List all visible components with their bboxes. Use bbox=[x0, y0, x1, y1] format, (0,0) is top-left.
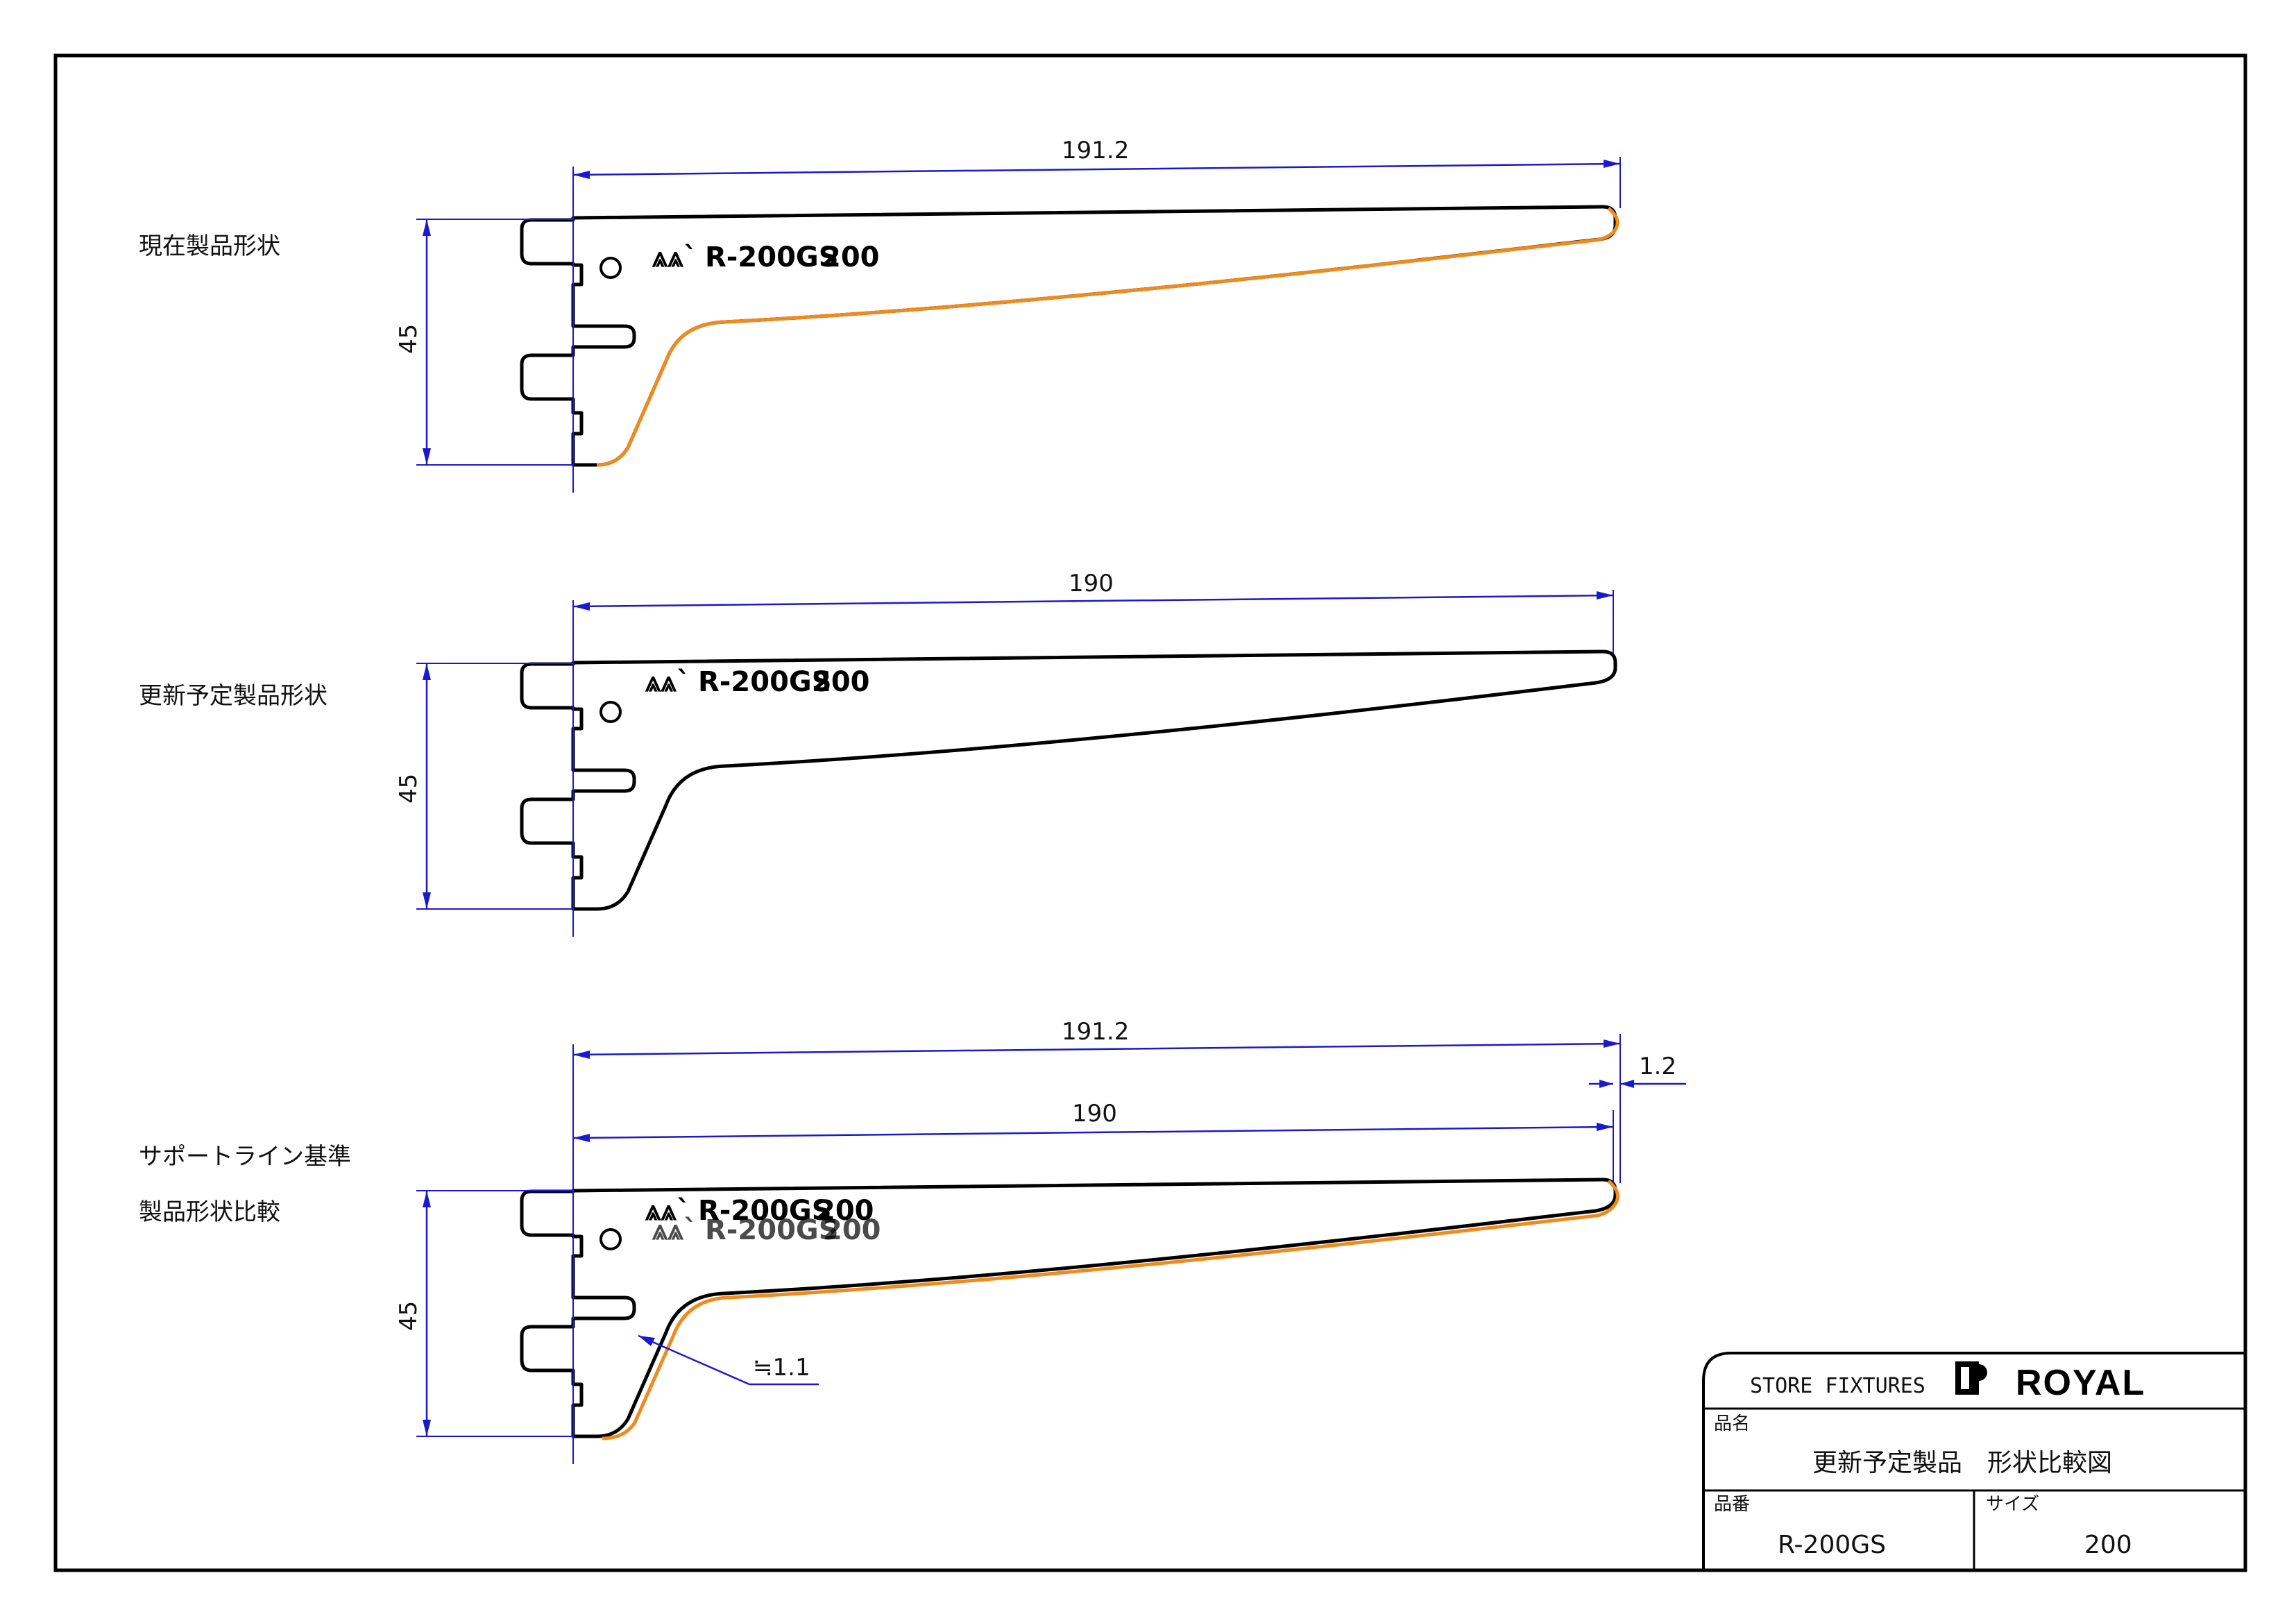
stamp-size: 200 bbox=[812, 666, 870, 698]
view-current-shape: 現在製品形状 ⩓⩓` R-200GS 200 191.2 45 bbox=[139, 137, 1621, 493]
width-dimension: 191.2 bbox=[1062, 137, 1129, 164]
part-value: R-200GS bbox=[1778, 1531, 1886, 1559]
offset-dimension: ≒1.1 bbox=[753, 1354, 810, 1382]
bracket-outline bbox=[520, 1178, 1617, 1438]
stamp-model: R-200GS bbox=[698, 666, 832, 698]
height-dimension: 45 bbox=[395, 1301, 423, 1331]
view-label-line2: 製品形状比較 bbox=[139, 1198, 280, 1226]
difference-dimension: 1.2 bbox=[1639, 1053, 1676, 1080]
size-value: 200 bbox=[2084, 1531, 2132, 1559]
dimension-line bbox=[572, 1125, 1614, 1139]
dimension-line bbox=[572, 594, 1614, 608]
logo-mark: ⩓⩓` bbox=[652, 241, 697, 273]
bracket-overlay-curve bbox=[596, 207, 1619, 467]
view-label-line1: サポートライン基準 bbox=[139, 1143, 351, 1171]
name-value: 更新予定製品 形状比較図 bbox=[1812, 1449, 2112, 1477]
view-label: 更新予定製品形状 bbox=[139, 682, 328, 710]
view-planned-shape: 更新予定製品形状 ⩓⩓` R-200GS 200 190 45 bbox=[139, 570, 1617, 937]
leader-line bbox=[638, 1334, 750, 1386]
view-comparison: サポートライン基準 製品形状比較 ⩓⩓` R-200GS 200 ⩓⩓` R-2… bbox=[139, 1018, 1686, 1464]
height-dimension: 45 bbox=[395, 774, 423, 804]
width-dimension: 190 bbox=[1069, 570, 1114, 597]
stamp-model-shadow: R-200GS bbox=[705, 1214, 839, 1246]
logo-mark-shadow: ⩓⩓` bbox=[652, 1214, 697, 1246]
mounting-hole bbox=[599, 257, 622, 279]
title-block: STORE FIXTURES ROYAL 品名 更新予定製品 形状比較図 品番 … bbox=[1702, 1352, 2245, 1570]
bracket-outline bbox=[520, 649, 1617, 911]
company-name: STORE FIXTURES bbox=[1750, 1374, 1925, 1398]
height-dimension: 45 bbox=[395, 324, 423, 354]
logo-mark: ⩓⩓` bbox=[645, 1195, 690, 1227]
logo-mark: ⩓⩓` bbox=[645, 666, 690, 698]
stamp-model: R-200GS bbox=[705, 241, 839, 273]
stamp-model: R-200GS bbox=[698, 1195, 832, 1227]
drawing-border bbox=[53, 53, 2247, 1572]
inner-width-dimension: 190 bbox=[1072, 1100, 1117, 1128]
stamp-size: 200 bbox=[816, 1195, 874, 1227]
bracket-overlay-curve bbox=[602, 1180, 1619, 1441]
part-label: 品番 bbox=[1714, 1494, 1750, 1515]
stamp-size: 200 bbox=[822, 241, 880, 273]
size-label: サイズ bbox=[1986, 1494, 2039, 1515]
name-label: 品名 bbox=[1714, 1413, 1750, 1434]
view-label: 現在製品形状 bbox=[139, 232, 280, 260]
royal-logo-icon bbox=[1955, 1361, 1987, 1395]
dimension-line bbox=[572, 1042, 1621, 1056]
mounting-hole bbox=[599, 1228, 622, 1250]
stamp-size-shadow: 200 bbox=[823, 1214, 881, 1246]
dimension-line bbox=[572, 162, 1621, 176]
logo-text: ROYAL bbox=[2016, 1363, 2145, 1403]
outer-width-dimension: 191.2 bbox=[1062, 1018, 1129, 1046]
mounting-hole bbox=[599, 701, 622, 723]
